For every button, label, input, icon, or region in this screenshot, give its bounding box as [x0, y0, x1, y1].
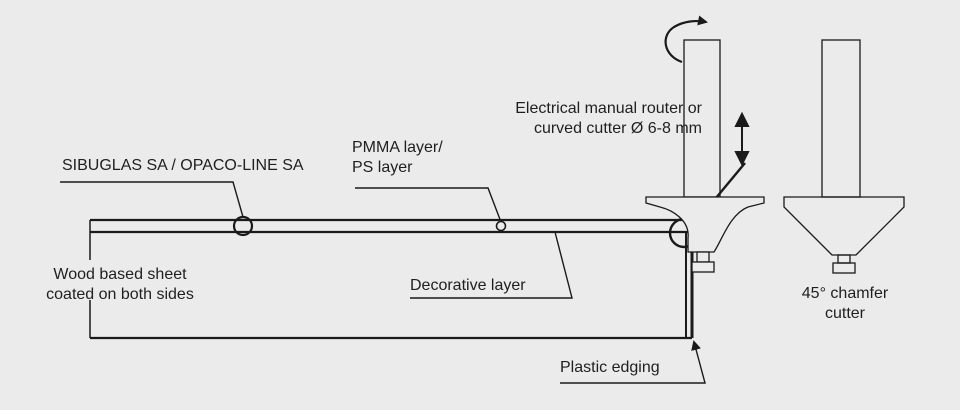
pmma-leader: [355, 187, 502, 223]
sibuglas-label: SIBUGLAS SA / OPACO-LINE SA: [62, 157, 304, 174]
decorative-leader: [410, 231, 573, 299]
chamfer-cutter-label: 45° chamfer cutter: [801, 285, 889, 322]
decorative-layer-label: Decorative layer: [410, 277, 526, 294]
chamfer-shaft: [821, 39, 861, 198]
rotation-arrow-icon: [664, 15, 708, 64]
chamfer-pilot-bearing: [832, 262, 856, 274]
chamfer-cutter: [783, 39, 905, 274]
vertical-double-arrow-icon: [734, 111, 750, 167]
router-pilot-stem: [696, 251, 710, 263]
router-head: [645, 196, 765, 253]
pmma-callout-circle: [495, 220, 507, 232]
plastic-edging-label: Plastic edging: [560, 359, 660, 376]
panel-cross-section: [89, 218, 694, 340]
pmma-label: PMMA layer/ PS layer: [352, 139, 443, 176]
sibuglas-leader: [60, 181, 244, 218]
edging-leader: [560, 340, 706, 384]
wood-sheet-label: Wood based sheet coated on both sides: [46, 266, 194, 303]
chamfer-head: [783, 196, 905, 256]
router-pilot-bearing: [691, 261, 715, 273]
router-label: Electrical manual router or curved cutte…: [515, 100, 702, 137]
chamfer-pilot-stem: [837, 254, 851, 264]
router-cutter: [645, 39, 765, 273]
